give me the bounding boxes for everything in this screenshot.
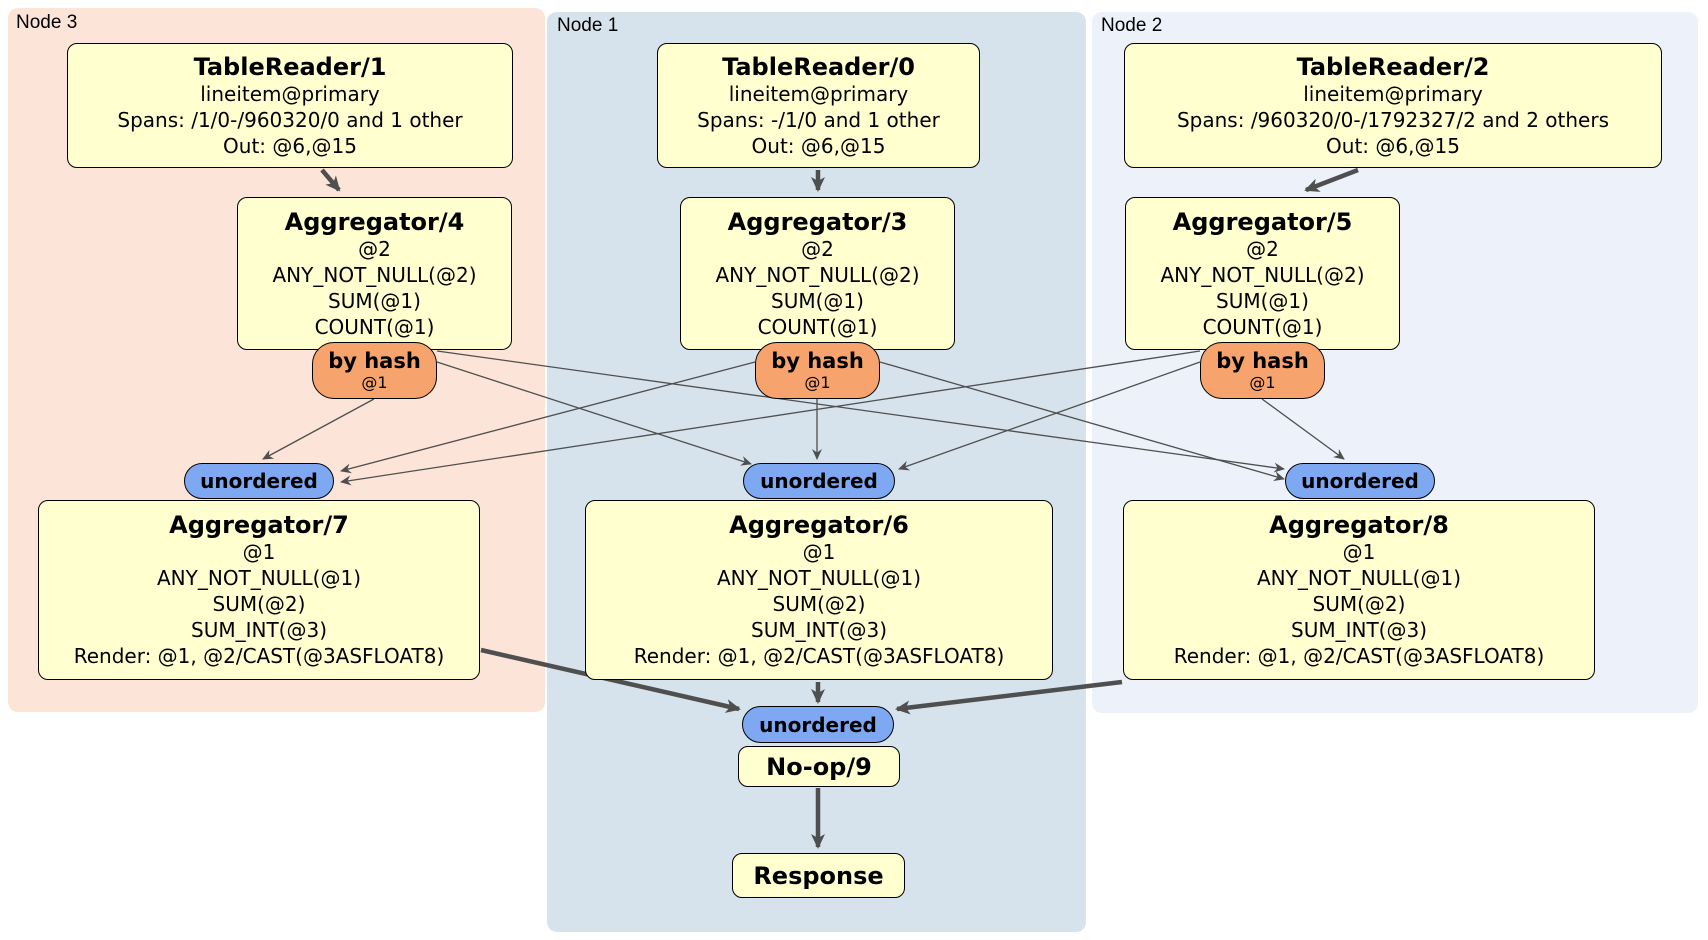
node2-label: Node 2 (1101, 15, 1163, 36)
processor-title: Aggregator/7 (169, 511, 349, 539)
edge-tr2-agg5 (1304, 167, 1359, 193)
processor-detail: COUNT(@1) (757, 314, 878, 339)
edge-r3-o3 (262, 398, 375, 460)
processor-detail: Render: @1, @2/CAST(@3ASFLOAT8) (73, 644, 445, 668)
processor-detail: Out: @6,@15 (1326, 133, 1460, 158)
processor-detail: SUM(@1) (771, 288, 864, 313)
processor-detail: Out: @6,@15 (223, 133, 357, 158)
router-detail: @1 (804, 372, 831, 392)
router-label: by hash (1216, 348, 1309, 373)
processor-aggregator-4: Aggregator/4 @2 ANY_NOT_NULL(@2) SUM(@1)… (237, 197, 512, 350)
processor-detail: Spans: -/1/0 and 1 other (697, 107, 940, 132)
sync-unordered-node2: unordered (1285, 463, 1435, 499)
processor-aggregator-5: Aggregator/5 @2 ANY_NOT_NULL(@2) SUM(@1)… (1125, 197, 1400, 350)
sync-unordered-node3: unordered (184, 463, 334, 499)
processor-detail: SUM(@2) (212, 592, 306, 616)
router-by-hash-node1: by hash @1 (755, 342, 880, 399)
edge-tr1-agg4 (320, 168, 341, 192)
node3-label: Node 3 (16, 12, 78, 33)
processor-detail: SUM(@2) (772, 592, 866, 616)
router-by-hash-node3: by hash @1 (312, 342, 437, 399)
edge-r3-o1 (436, 361, 752, 466)
router-detail: @1 (361, 372, 388, 392)
processor-detail: lineitem@primary (728, 81, 909, 106)
processor-detail: lineitem@primary (200, 81, 380, 106)
node1-label: Node 1 (557, 15, 619, 36)
processor-detail: ANY_NOT_NULL(@2) (272, 262, 477, 287)
processor-title: Aggregator/3 (727, 207, 908, 236)
router-label: by hash (771, 348, 864, 373)
processor-detail: @1 (802, 540, 836, 564)
processor-tablereader-1: TableReader/1 lineitem@primary Spans: /1… (67, 43, 513, 168)
processor-aggregator-8: Aggregator/8 @1 ANY_NOT_NULL(@1) SUM(@2)… (1123, 500, 1595, 680)
edge-r2-o2 (1261, 398, 1345, 460)
processor-detail: @1 (1342, 540, 1376, 564)
processor-noop-9: No-op/9 (738, 746, 900, 787)
processor-detail: ANY_NOT_NULL(@2) (1160, 262, 1365, 287)
processor-tablereader-2: TableReader/2 lineitem@primary Spans: /9… (1124, 43, 1662, 168)
processor-detail: ANY_NOT_NULL(@1) (1257, 566, 1461, 590)
processor-detail: @2 (801, 236, 834, 261)
edge-r2-o3 (340, 350, 1201, 486)
processor-detail: SUM_INT(@3) (1291, 618, 1427, 642)
processor-detail: Render: @1, @2/CAST(@3ASFLOAT8) (1173, 644, 1545, 668)
edge-r3-o2 (436, 350, 1285, 473)
edge-r1-o2 (879, 361, 1285, 482)
edge-agg8-sync (895, 679, 1123, 715)
processor-detail: SUM_INT(@3) (191, 618, 327, 642)
sync-unordered-node1: unordered (743, 463, 895, 499)
processor-title: Aggregator/4 (284, 207, 465, 236)
processor-tablereader-0: TableReader/0 lineitem@primary Spans: -/… (657, 43, 980, 168)
processor-detail: Render: @1, @2/CAST(@3ASFLOAT8) (633, 644, 1005, 668)
processor-title: TableReader/2 (1296, 52, 1490, 81)
router-detail: @1 (1249, 372, 1276, 392)
processor-aggregator-6: Aggregator/6 @1 ANY_NOT_NULL(@1) SUM(@2)… (585, 500, 1053, 680)
edge-r2-o1 (898, 361, 1201, 471)
router-by-hash-node2: by hash @1 (1200, 342, 1325, 399)
processor-title: TableReader/1 (193, 52, 387, 81)
processor-detail: COUNT(@1) (314, 314, 435, 339)
processor-title: TableReader/0 (722, 52, 915, 81)
processor-detail: lineitem@primary (1303, 81, 1483, 106)
sync-unordered-final: unordered (742, 706, 894, 743)
processor-title: Aggregator/5 (1172, 207, 1353, 236)
processor-detail: SUM(@2) (1312, 592, 1406, 616)
processor-detail: SUM(@1) (1216, 288, 1309, 313)
processor-title: No-op/9 (766, 752, 872, 781)
processor-detail: Out: @6,@15 (751, 133, 886, 158)
processor-detail: @2 (1246, 236, 1279, 261)
processor-detail: SUM(@1) (328, 288, 421, 313)
processor-title: Aggregator/6 (729, 511, 909, 539)
processor-detail: SUM_INT(@3) (751, 618, 887, 642)
processor-aggregator-7: Aggregator/7 @1 ANY_NOT_NULL(@1) SUM(@2)… (38, 500, 480, 680)
router-edges (262, 350, 1345, 486)
processor-detail: @2 (358, 236, 391, 261)
processor-detail: @1 (242, 540, 276, 564)
processor-detail: ANY_NOT_NULL(@2) (715, 262, 920, 287)
processor-response: Response (732, 853, 905, 898)
processor-detail: ANY_NOT_NULL(@1) (157, 566, 361, 590)
router-label: by hash (328, 348, 421, 373)
processor-title: Response (753, 861, 884, 890)
processor-detail: Spans: /1/0-/960320/0 and 1 other (117, 107, 463, 132)
processor-detail: COUNT(@1) (1202, 314, 1323, 339)
edge-r1-o3 (340, 361, 756, 474)
processor-title: Aggregator/8 (1269, 511, 1449, 539)
processor-detail: Spans: /960320/0-/1792327/2 and 2 others (1176, 107, 1609, 132)
processor-aggregator-3: Aggregator/3 @2 ANY_NOT_NULL(@2) SUM(@1)… (680, 197, 955, 350)
processor-detail: ANY_NOT_NULL(@1) (717, 566, 921, 590)
